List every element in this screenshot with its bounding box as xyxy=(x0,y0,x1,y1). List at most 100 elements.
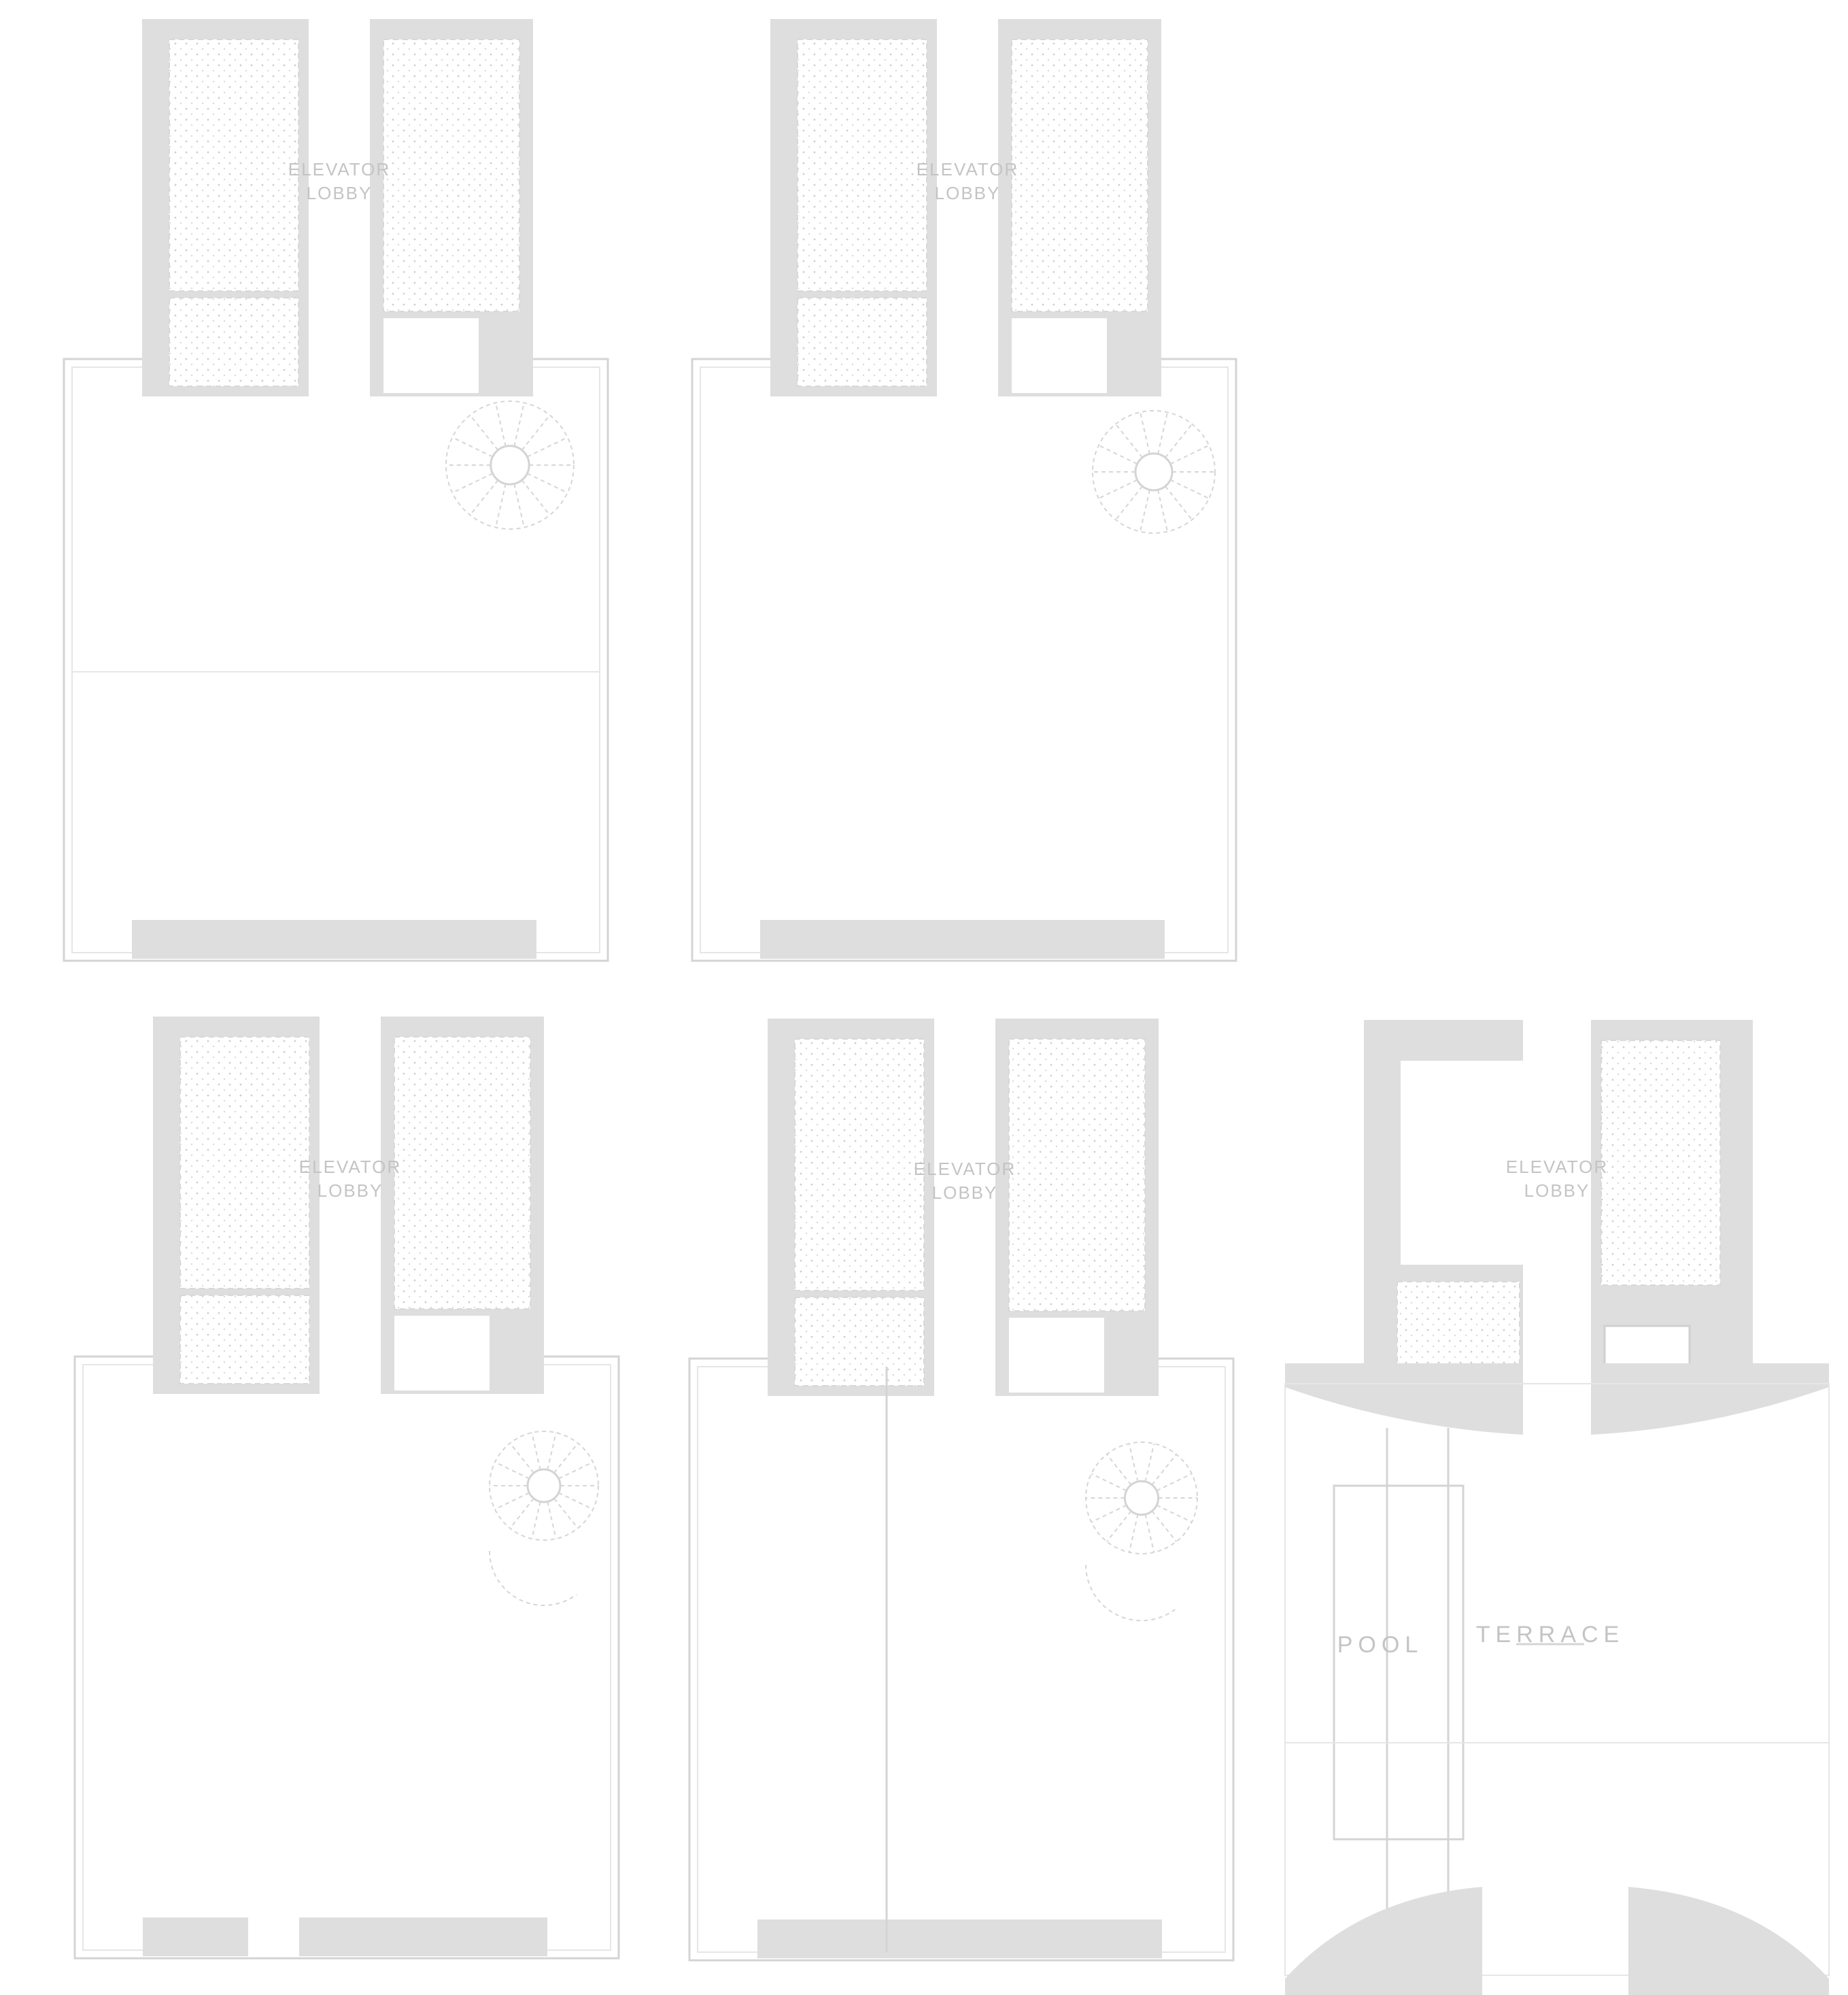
spiral-stair-outline xyxy=(1092,410,1216,534)
elevator-lobby-label-2: LOBBY xyxy=(932,1182,998,1203)
stair-tread xyxy=(513,483,525,528)
stair-tread xyxy=(547,1501,557,1539)
stair-tread xyxy=(526,437,568,458)
stair-tread xyxy=(469,479,499,516)
stair-tread xyxy=(558,1461,594,1480)
curved-wall-left xyxy=(1285,1363,1523,1435)
room-inner-outline xyxy=(71,366,600,953)
apartment-unit-lower-left xyxy=(169,297,299,387)
stair-tread xyxy=(553,1442,579,1473)
stair-lower-flight xyxy=(1085,1565,1176,1622)
apartment-unit-right xyxy=(1008,1038,1146,1312)
stair-tread xyxy=(1139,490,1150,532)
stair-tread xyxy=(1091,1504,1127,1523)
curved-wall-bottom-right xyxy=(1628,1887,1829,1995)
stair-tread xyxy=(509,1498,534,1529)
floor-plan-1: ELEVATOR LOBBY xyxy=(63,19,609,962)
apartment-unit-lower-left xyxy=(794,1297,925,1386)
curved-wall-bottom-left xyxy=(1285,1887,1482,1995)
stair-tread xyxy=(1169,479,1210,499)
stair-tread xyxy=(494,1492,530,1510)
stair-tread xyxy=(1144,1514,1155,1553)
elevator-corridor xyxy=(1523,1020,1591,1387)
stair-tread xyxy=(1098,445,1138,465)
stair-tread xyxy=(1165,485,1193,520)
stair-tread xyxy=(547,1432,557,1470)
spiral-stair-outline xyxy=(445,400,575,530)
open-room xyxy=(1401,1061,1523,1265)
stair-tread xyxy=(531,1501,541,1539)
stair-tread xyxy=(558,1492,594,1510)
apartment-unit-upper-left xyxy=(169,39,299,292)
stair-tread xyxy=(1128,1443,1139,1482)
pool-outline xyxy=(1333,1484,1465,1841)
pool-label: POOL xyxy=(1337,1632,1423,1658)
elevator-lobby-label-2: LOBBY xyxy=(307,183,373,203)
room-inner-outline xyxy=(697,1366,1226,1953)
bottom-wall xyxy=(132,920,536,959)
stair-tread xyxy=(553,1498,579,1529)
elevator-lobby-label-2: LOBBY xyxy=(1524,1180,1590,1201)
room-inner-outline xyxy=(82,1364,611,1951)
spiral-stair-core xyxy=(1134,452,1174,492)
elevator-lobby-label: ELEVATOR xyxy=(917,159,1019,180)
stair-tread xyxy=(531,1432,541,1470)
bottom-door-gap xyxy=(248,1917,299,1956)
apartment-unit-lower-left xyxy=(797,297,927,387)
stair-tread xyxy=(1151,1454,1177,1486)
spiral-stair-outline xyxy=(1085,1442,1198,1554)
apartment-unit-right xyxy=(394,1036,531,1310)
apartment-unit-right xyxy=(1011,39,1148,312)
stair-tread xyxy=(1106,1454,1132,1486)
apartment-unit-upper-left xyxy=(797,39,927,292)
room-outline xyxy=(691,358,1237,962)
stair-tread xyxy=(521,479,551,516)
elevator-corridor xyxy=(937,19,998,396)
stair-tread xyxy=(1144,1443,1155,1482)
stair-tread xyxy=(526,473,568,494)
room-outline xyxy=(688,1357,1235,1962)
stair-tread xyxy=(1151,1510,1177,1542)
stair-tread xyxy=(495,403,507,447)
room-outline xyxy=(73,1355,620,1960)
spiral-stair-core xyxy=(490,445,530,485)
stair-tread xyxy=(1169,445,1210,465)
stair-tread xyxy=(521,414,551,451)
terrace-outline xyxy=(1284,1383,1830,1976)
spiral-stair-outline xyxy=(489,1431,599,1541)
service-room xyxy=(1009,1318,1104,1393)
elevator-corridor xyxy=(934,1019,995,1396)
stair-tread xyxy=(451,473,494,494)
stair-tread xyxy=(1156,1473,1193,1492)
stair-tread xyxy=(451,437,494,458)
stair-tread xyxy=(1157,412,1169,454)
elevator-corridor xyxy=(309,19,370,396)
bottom-wall xyxy=(757,1920,1162,1958)
spiral-stair-core xyxy=(526,1468,562,1503)
apartment-unit-upper-left xyxy=(794,1038,925,1291)
elevator-lobby-label: ELEVATOR xyxy=(914,1159,1016,1179)
elevator-lobby-label-2: LOBBY xyxy=(318,1180,383,1201)
stair-tread xyxy=(1106,1510,1132,1542)
apartment-unit-lower-left xyxy=(179,1295,310,1384)
stair-tread xyxy=(1156,1504,1193,1523)
bottom-wall xyxy=(143,1917,547,1956)
room-outline xyxy=(63,358,609,962)
stair-tread xyxy=(495,483,507,528)
elevator-lobby-label: ELEVATOR xyxy=(1506,1157,1608,1177)
elevator-corridor xyxy=(320,1017,381,1394)
curved-wall-right xyxy=(1591,1363,1829,1435)
stair-tread xyxy=(469,414,499,451)
stair-tread xyxy=(513,403,525,447)
service-room xyxy=(383,318,479,393)
floor-plan-4: ELEVATOR LOBBY xyxy=(688,1019,1235,1962)
stair-tread xyxy=(494,1461,530,1480)
stair-tread xyxy=(1165,424,1193,458)
apartment-unit-upper-left xyxy=(179,1036,310,1289)
stair-lower-flight xyxy=(489,1550,577,1606)
elevator-lobby-label: ELEVATOR xyxy=(288,159,390,180)
